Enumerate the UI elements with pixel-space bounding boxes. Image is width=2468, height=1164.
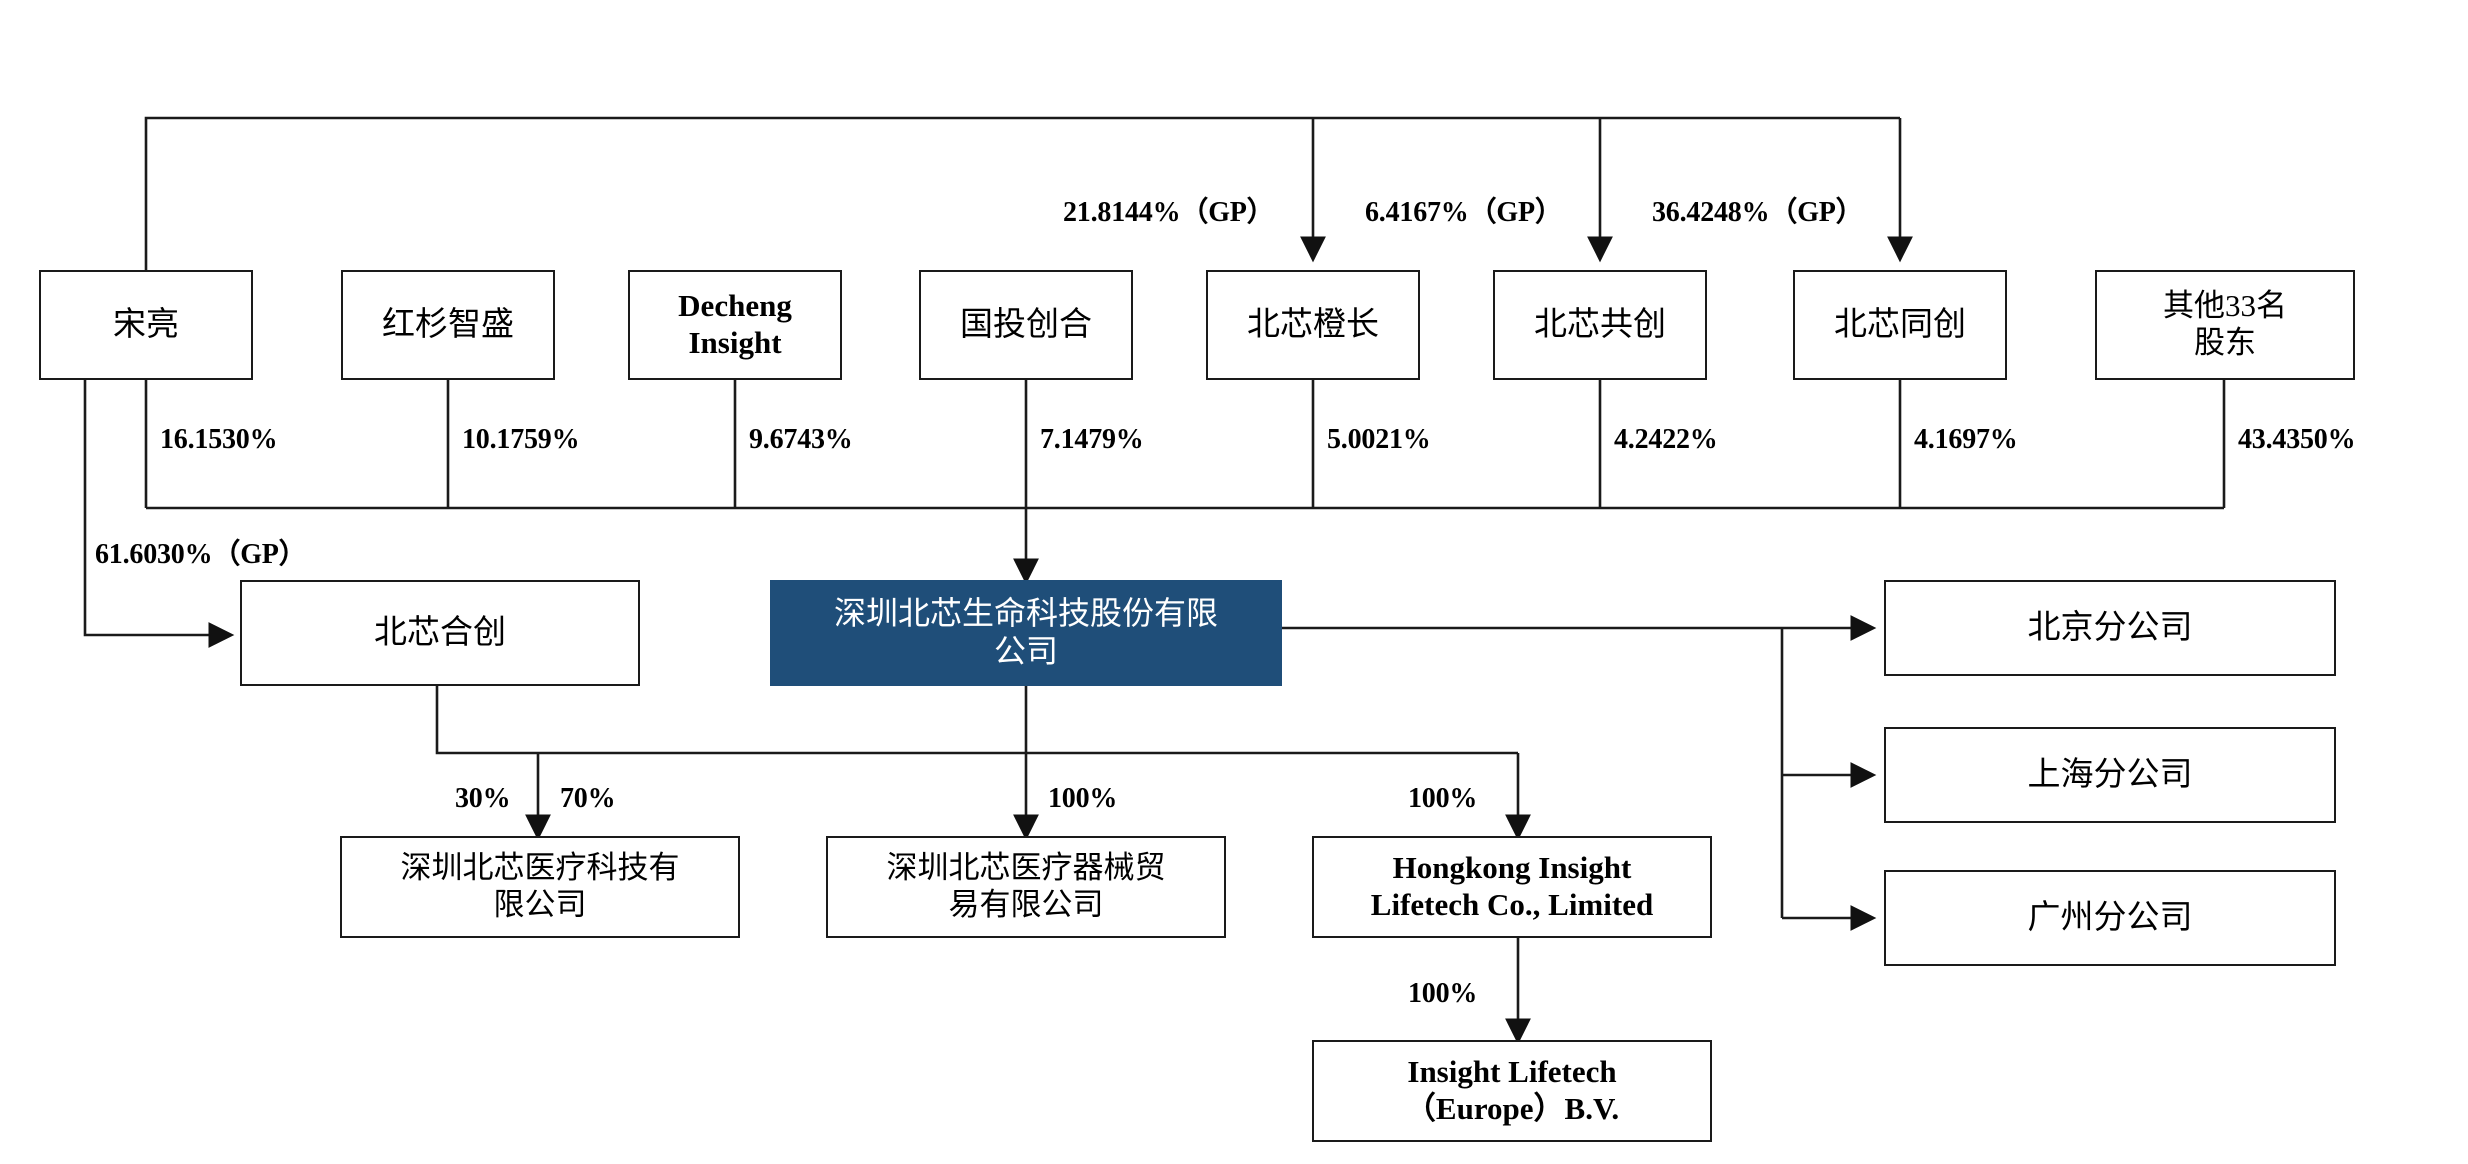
shareholder-box-songliang[interactable]: 宋亮	[39, 270, 253, 380]
shareholder-label: 红杉智盛	[382, 306, 514, 343]
percent-hongshanzhisheng: 10.1759%	[462, 424, 580, 455]
branch-box-shanghai[interactable]: 上海分公司	[1884, 727, 2336, 823]
shareholder-box-beixintongchuang[interactable]: 北芯同创	[1793, 270, 2007, 380]
subsidiary-label-line1: 深圳北芯医疗器械贸	[886, 850, 1166, 886]
partnership-label: 北芯合创	[374, 614, 506, 651]
percent-decheng-insight: 9.6743%	[749, 424, 853, 455]
percent-beixintongchuang: 4.1697%	[1914, 424, 2018, 455]
shareholder-box-beixinchengzhang[interactable]: 北芯橙长	[1206, 270, 1420, 380]
branch-label: 北京分公司	[2027, 609, 2193, 646]
shareholder-label: 宋亮	[113, 306, 179, 343]
subsidiary-label-line2: （Europe）B.V.	[1404, 1091, 1620, 1126]
gp-percent-beixingongchuang: 6.4167%（GP）	[1365, 197, 1563, 228]
percent-beixinchengzhang: 5.0021%	[1327, 424, 1431, 455]
subsidiary-label-line1: 深圳北芯医疗科技有	[400, 850, 680, 886]
branch-box-beijing[interactable]: 北京分公司	[1884, 580, 2336, 676]
company-box-main[interactable]: 深圳北芯生命科技股份有限 公司	[770, 580, 1282, 686]
shareholder-box-hongshanzhisheng[interactable]: 红杉智盛	[341, 270, 555, 380]
company-label-line2: 公司	[993, 633, 1058, 669]
shareholder-label: 北芯橙长	[1247, 306, 1379, 343]
subsidiary-label-line1: Insight Lifetech	[1407, 1054, 1617, 1090]
partnership-box-beixinhechuang[interactable]: 北芯合创	[240, 580, 640, 686]
percent-songliang-gp-partnership: 61.6030%（GP）	[95, 539, 307, 570]
gp-percent-beixinchengzhang: 21.8144%（GP）	[1063, 197, 1275, 228]
subsidiary-label-line1: Hongkong Insight	[1392, 850, 1632, 886]
shareholder-label-line1: Decheng	[678, 288, 792, 324]
percent-subsidiary-hongkong: 100%	[1408, 783, 1478, 814]
subsidiary-box-hongkong-insight[interactable]: Hongkong Insight Lifetech Co., Limited	[1312, 836, 1712, 938]
shareholder-box-other-33[interactable]: 其他33名 股东	[2095, 270, 2355, 380]
gp-percent-beixintongchuang: 36.4248%（GP）	[1652, 197, 1864, 228]
percent-beixingongchuang: 4.2422%	[1614, 424, 1718, 455]
percent-subsidiary-medtech-30: 30%	[455, 783, 511, 814]
subsidiary-label-line2: Lifetech Co., Limited	[1370, 887, 1654, 922]
percent-subsidiary-trading: 100%	[1048, 783, 1118, 814]
branch-label: 广州分公司	[2027, 899, 2193, 936]
branch-box-guangzhou[interactable]: 广州分公司	[1884, 870, 2336, 966]
subsidiary-box-insight-lifetech-europe[interactable]: Insight Lifetech （Europe）B.V.	[1312, 1040, 1712, 1142]
shareholder-box-guotouchuanghe[interactable]: 国投创合	[919, 270, 1133, 380]
shareholder-box-decheng-insight[interactable]: Decheng Insight	[628, 270, 842, 380]
branch-label: 上海分公司	[2027, 756, 2193, 793]
percent-songliang: 16.1530%	[160, 424, 278, 455]
percent-subsidiary-medtech-70: 70%	[560, 783, 616, 814]
subsidiary-box-shenzhen-device-trading[interactable]: 深圳北芯医疗器械贸 易有限公司	[826, 836, 1226, 938]
subsidiary-label-line2: 限公司	[493, 887, 587, 922]
percent-subsubsidiary-europe: 100%	[1408, 978, 1478, 1009]
percent-guotouchuanghe: 7.1479%	[1040, 424, 1144, 455]
shareholder-label-line1: 其他33名	[2163, 288, 2287, 324]
shareholder-label: 北芯共创	[1534, 306, 1666, 343]
shareholder-box-beixingongchuang[interactable]: 北芯共创	[1493, 270, 1707, 380]
subsidiary-box-shenzhen-medtech[interactable]: 深圳北芯医疗科技有 限公司	[340, 836, 740, 938]
subsidiary-label-line2: 易有限公司	[948, 887, 1104, 922]
company-label-line1: 深圳北芯生命科技股份有限	[833, 595, 1218, 632]
percent-other-33: 43.4350%	[2238, 424, 2356, 455]
shareholder-label-line2: Insight	[688, 325, 782, 360]
shareholder-label: 北芯同创	[1834, 306, 1966, 343]
shareholder-label-line2: 股东	[2194, 325, 2256, 360]
shareholder-label: 国投创合	[960, 306, 1092, 343]
